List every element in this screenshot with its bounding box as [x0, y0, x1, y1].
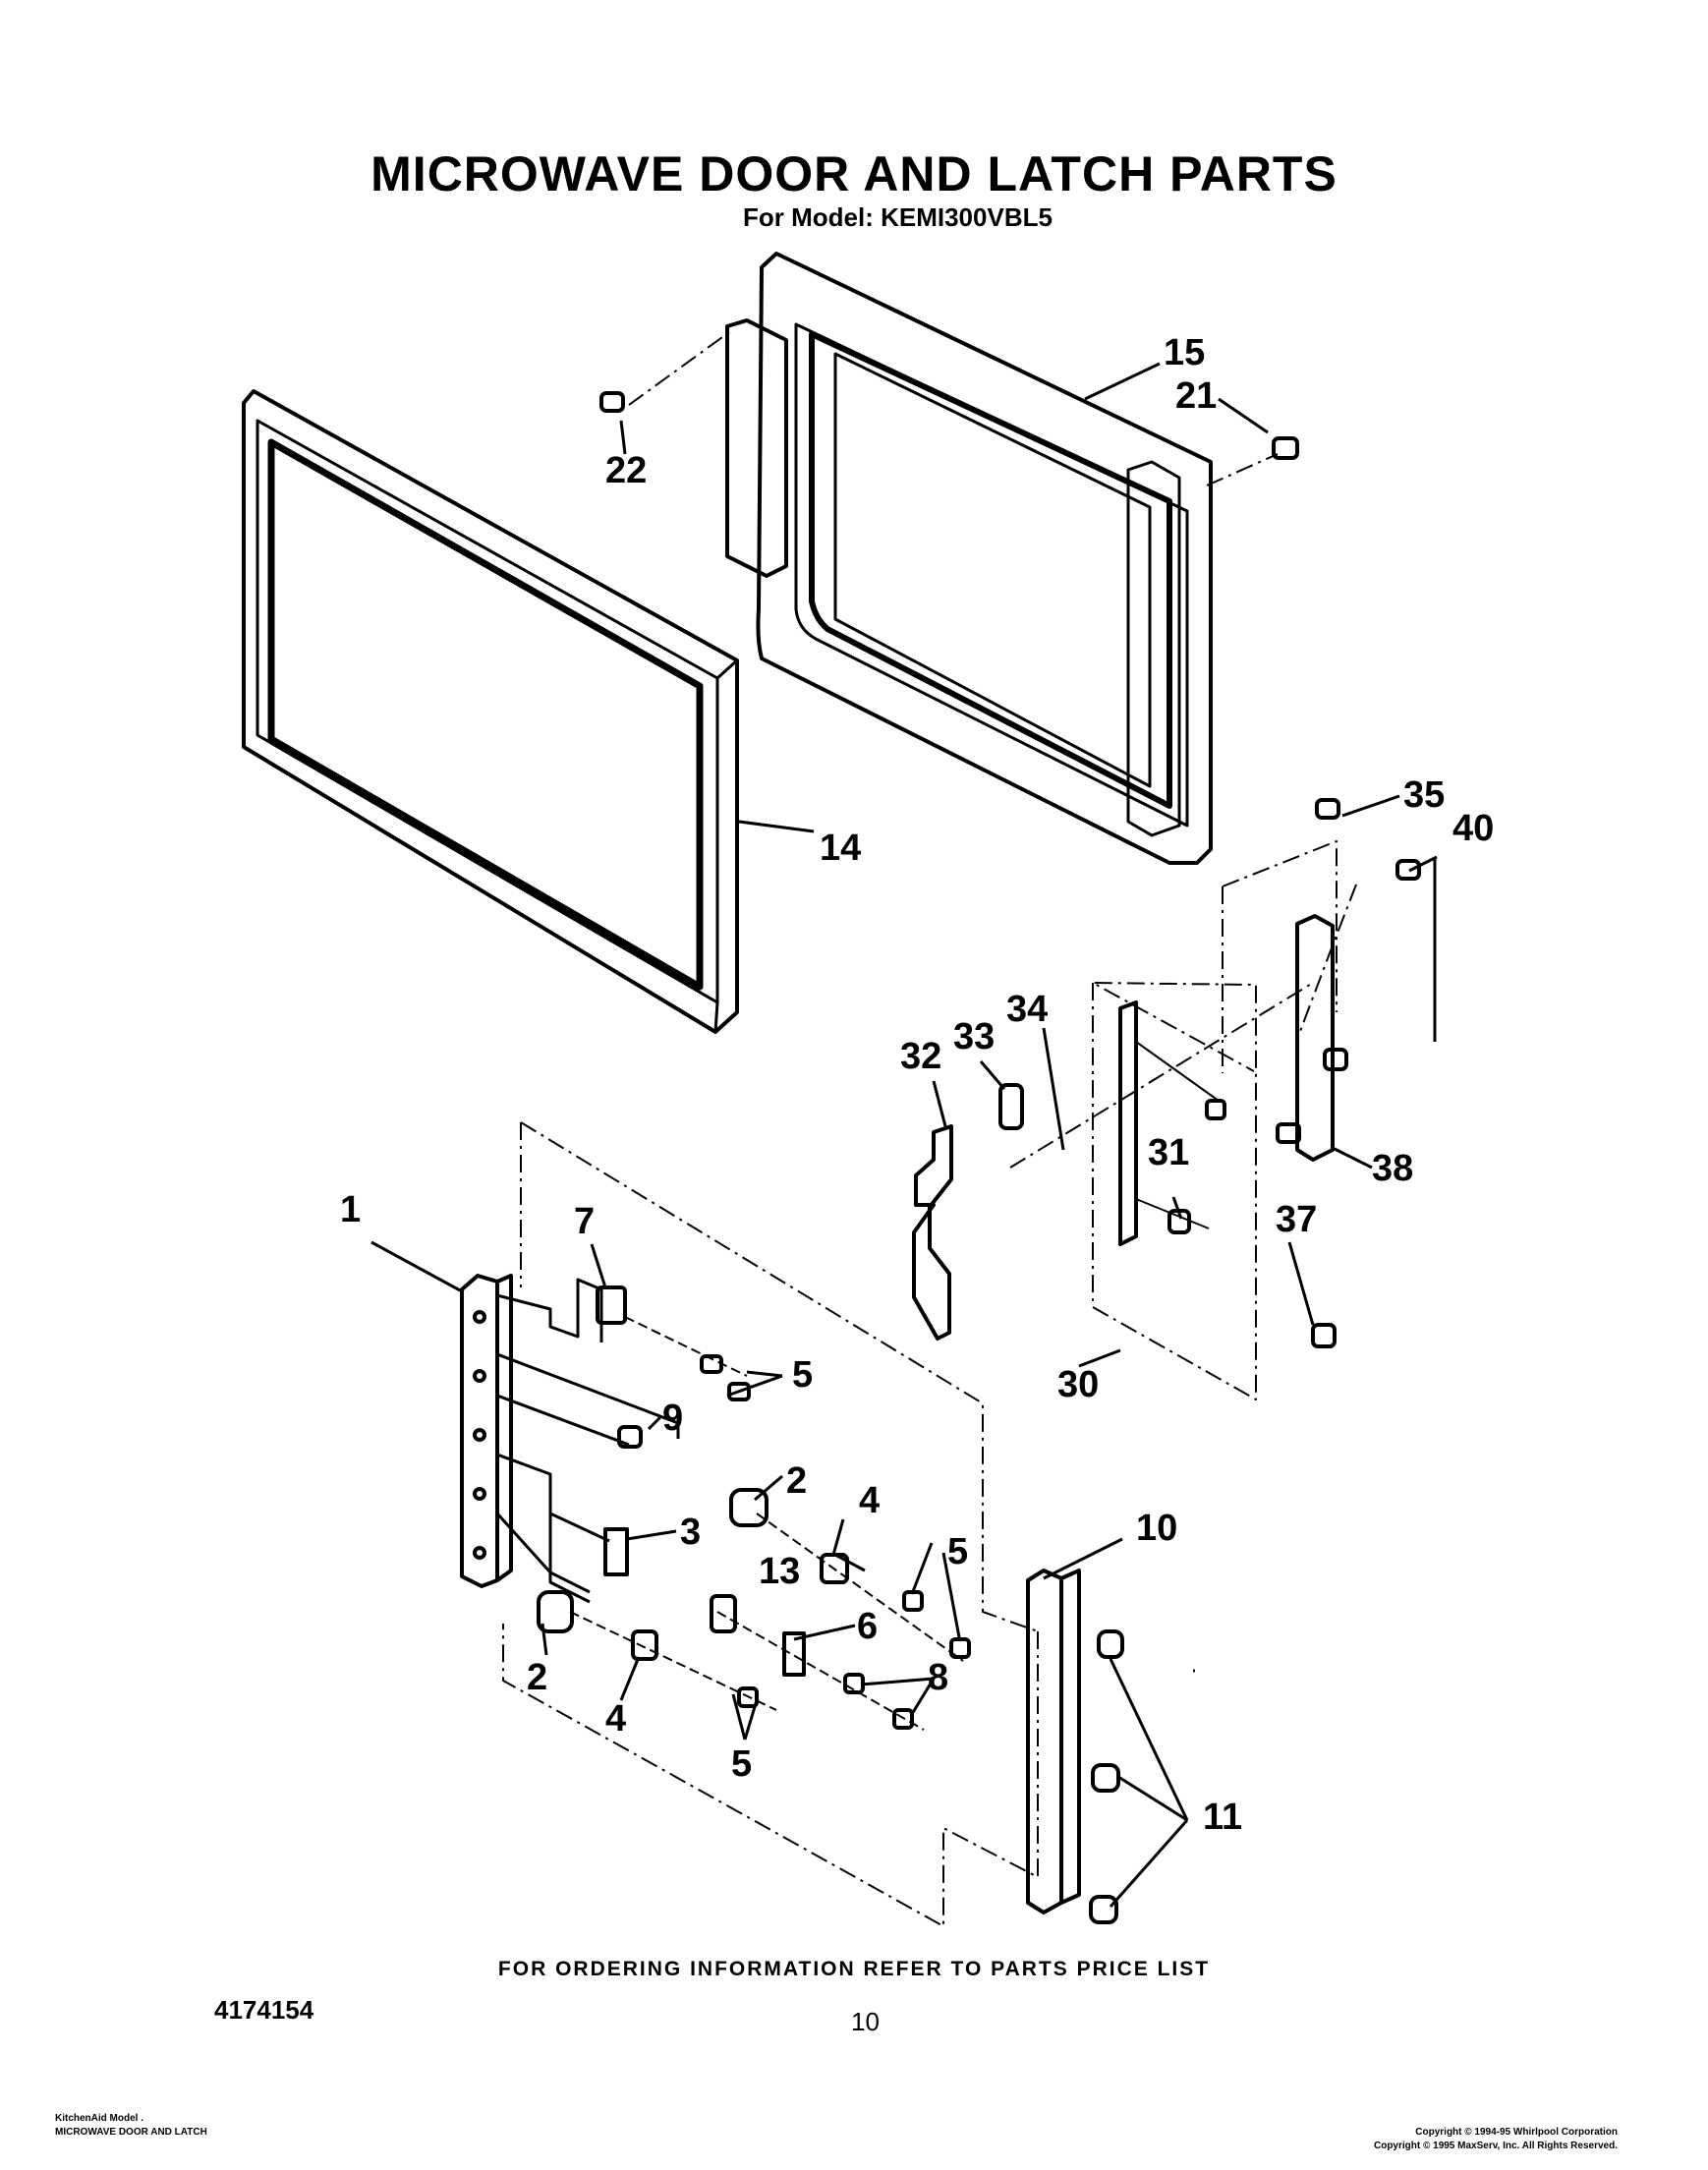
brand-line: KitchenAid Model . [55, 2113, 143, 2124]
door-panel-14 [242, 389, 739, 1034]
screw-21 [1272, 436, 1299, 460]
latch-strip-10 [1026, 1569, 1124, 1924]
page-title: MICROWAVE DOOR AND LATCH PARTS [370, 146, 1338, 201]
callout-34: 34 [1006, 989, 1049, 1030]
callout-5c: 5 [731, 1743, 753, 1785]
callout-31: 31 [1148, 1132, 1190, 1173]
latch-hardware [537, 1285, 971, 1731]
callout-22: 22 [605, 450, 648, 491]
callout-40: 40 [1452, 808, 1495, 849]
callout-21: 21 [1175, 375, 1218, 417]
section-line: MICROWAVE DOOR AND LATCH [55, 2127, 207, 2138]
leader-lines [370, 362, 1438, 1908]
callout-2a: 2 [786, 1460, 808, 1502]
callout-15: 15 [1164, 332, 1206, 373]
callout-37: 37 [1276, 1199, 1318, 1240]
callout-4b: 4 [605, 1698, 627, 1740]
copyright-line-2: Copyright © 1995 MaxServ, Inc. All Right… [1373, 2141, 1618, 2151]
callout-35: 35 [1403, 774, 1446, 816]
callout-5a: 5 [792, 1354, 814, 1396]
callout-6: 6 [857, 1606, 879, 1647]
callout-9: 9 [662, 1398, 684, 1439]
callout-38: 38 [1372, 1148, 1414, 1189]
callout-10: 10 [1136, 1508, 1178, 1549]
document-number: 4174154 [214, 1995, 314, 2025]
callout-33: 33 [953, 1016, 996, 1057]
latch-assembly-30 [998, 1000, 1226, 1246]
door-frame-15 [725, 252, 1213, 865]
callout-8: 8 [928, 1657, 949, 1698]
callout-11: 11 [1203, 1797, 1243, 1838]
callout-30: 30 [1057, 1364, 1100, 1405]
latch-hook-32 [912, 1124, 953, 1341]
ordering-note: FOR ORDERING INFORMATION REFER TO PARTS … [497, 1958, 1211, 1980]
screw-22 [599, 391, 625, 413]
callout-1: 1 [340, 1189, 362, 1230]
callout-5b: 5 [947, 1531, 969, 1572]
callout-14: 14 [820, 828, 862, 869]
hinge-plate-1 [460, 1274, 513, 1588]
model-subtitle: For Model: KEMI300VBL5 [743, 202, 1053, 232]
callout-7: 7 [574, 1201, 596, 1242]
callout-3: 3 [680, 1512, 702, 1553]
assembly-lines [502, 331, 1357, 1927]
bracket-38 [1276, 798, 1421, 1348]
callout-2b: 2 [527, 1657, 548, 1698]
page-number: 10 [851, 2007, 880, 2036]
latch-arms [495, 1278, 680, 1604]
callout-13: 13 [759, 1551, 801, 1592]
copyright-line-1: Copyright © 1994-95 Whirlpool Corporatio… [1415, 2127, 1618, 2138]
callout-32: 32 [900, 1036, 942, 1077]
callout-4a: 4 [859, 1480, 881, 1521]
